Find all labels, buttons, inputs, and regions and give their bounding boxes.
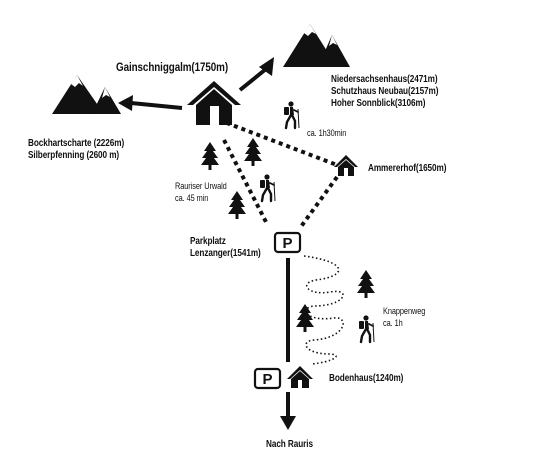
label-north-huts-line2: Schutzhaus Neubau(2157m) (331, 86, 439, 97)
hiker-icon (282, 100, 301, 130)
label-rauriser-urwald-line1: Rauriser Urwald (175, 181, 227, 191)
label-rauriser-urwald-line2: ca. 45 min (175, 193, 209, 203)
trail-lines (218, 118, 339, 230)
tree-icon (228, 191, 246, 219)
house-gainschnigg-icon (187, 81, 241, 125)
label-west-peaks-line2: Silberpfenning (2600 m) (28, 150, 120, 161)
label-bodenhaus: Bodenhaus(1240m) (329, 373, 404, 384)
label-knappenweg-line1: Knappenweg (383, 306, 426, 316)
label-nach-rauris: Nach Rauris (266, 439, 313, 450)
hiker-icon (258, 173, 277, 203)
label-gainschniggalm: Gainschniggalm(1750m) (116, 60, 229, 74)
arrow-icon (280, 416, 296, 430)
mountain-west-icon (52, 75, 121, 114)
house-bodenhaus-icon (287, 366, 313, 388)
arrow-to-west-line (130, 101, 183, 110)
label-north-huts-line1: Niedersachsenhaus(2471m) (331, 74, 438, 85)
arrow-to-west-icon (118, 95, 133, 111)
label-ammererhof: Ammererhof(1650m) (368, 163, 447, 174)
label-parkplatz-line2: Lenzanger(1541m) (190, 248, 261, 259)
tree-icon (201, 142, 219, 170)
hiker-icon (357, 314, 376, 344)
label-parkplatz: Parkplatz Lenzanger(1541m) (190, 236, 261, 260)
parking-sign-bodenhaus-letter: P (262, 371, 272, 388)
tree-icon (357, 270, 375, 298)
house-ammererhof-icon (334, 155, 358, 176)
label-knappenweg: Knappenweg ca. 1h (383, 305, 425, 329)
label-ammerer-trail-time: ca. 1h30min (307, 128, 347, 138)
mountain-north-icon (283, 24, 350, 67)
label-north-huts-line3: Hoher Sonnblick(3106m) (331, 98, 426, 109)
label-north-huts: Niedersachsenhaus(2471m) Schutzhaus Neub… (331, 74, 438, 110)
parking-sign-lenzanger-icon: P (273, 231, 302, 254)
tree-icon (244, 138, 262, 166)
label-rauriser-urwald: Rauriser Urwald ca. 45 min (175, 180, 227, 204)
label-parkplatz-line1: Parkplatz (190, 236, 226, 247)
label-west-peaks: Bockhartscharte (2226m) Silberpfenning (… (28, 138, 124, 162)
label-knappenweg-line2: ca. 1h (383, 318, 403, 328)
arrow-to-north-icon (259, 57, 274, 76)
tree-icon (296, 304, 314, 332)
knappenweg-trail (303, 255, 344, 365)
label-west-peaks-line1: Bockhartscharte (2226m) (28, 138, 125, 149)
arrow-to-north-line (238, 67, 268, 92)
parking-sign-bodenhaus-icon: P (253, 367, 282, 390)
parking-sign-lenzanger-letter: P (282, 235, 292, 252)
